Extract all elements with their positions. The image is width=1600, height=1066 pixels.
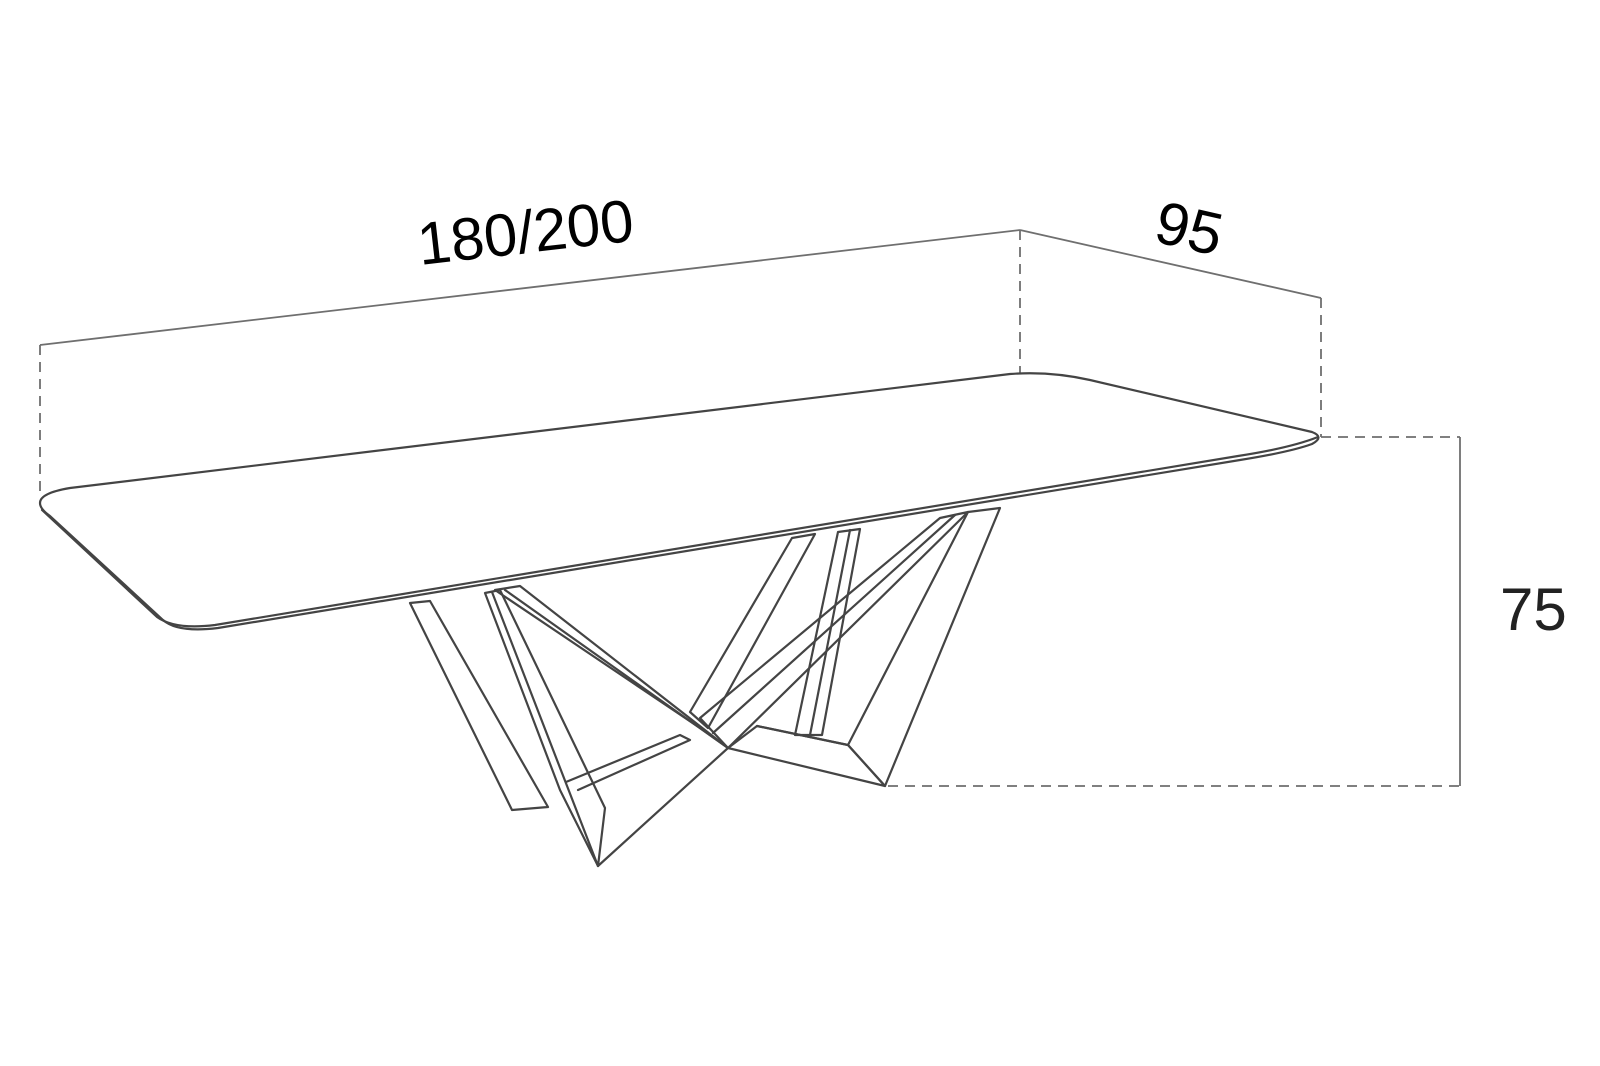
leg-back-vertical-a bbox=[793, 527, 862, 737]
table-top bbox=[38, 372, 1320, 631]
dimension-guides bbox=[39, 229, 1461, 787]
leg-cross-diagonal-ridge bbox=[503, 588, 730, 750]
depth-label: 95 bbox=[1149, 188, 1229, 268]
leg-right-foot-ridge bbox=[755, 724, 850, 747]
leg-back-vertical-a-ridge bbox=[808, 528, 852, 737]
length-dimension-line bbox=[39, 229, 1021, 346]
height-label: 75 bbox=[1500, 576, 1567, 643]
leg-left-outer bbox=[408, 599, 550, 812]
leg-lower-strut-b bbox=[596, 746, 730, 868]
leg-front-blade-ridge bbox=[490, 590, 600, 868]
table-top-edge bbox=[40, 435, 1320, 628]
table-top-surface bbox=[38, 372, 1320, 631]
leg-right-outer bbox=[846, 506, 1002, 788]
length-label: 180/200 bbox=[414, 187, 637, 278]
depth-dimension-line bbox=[1019, 229, 1322, 299]
table-base bbox=[408, 506, 1002, 868]
leg-center-spike-b-ridge bbox=[711, 513, 957, 735]
leg-center-spike-a bbox=[688, 532, 817, 730]
leg-lower-strut-a bbox=[564, 733, 692, 792]
